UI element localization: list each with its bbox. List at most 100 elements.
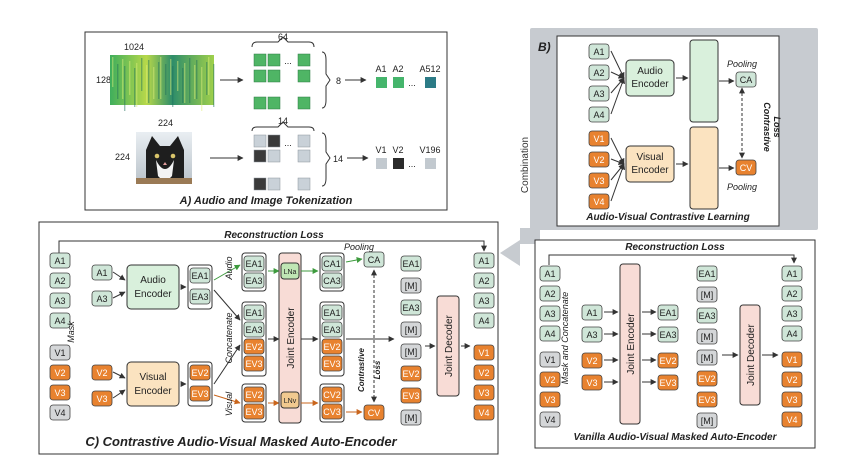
image-patch: [253, 149, 267, 163]
c-audio-encoder-l1: Audio: [140, 275, 166, 286]
spec-stripe: [206, 62, 208, 95]
svg-text:EV3: EV3: [402, 391, 419, 401]
spec-height-label: 128: [96, 75, 111, 85]
c-decoder-input: EA3: [400, 299, 422, 316]
svg-text:A1: A1: [586, 308, 597, 318]
image-patch: [297, 177, 311, 191]
c-ln-v: [280, 391, 300, 409]
d-joint-encoder-box: [619, 263, 641, 425]
image-patch: [253, 134, 267, 148]
svg-text:V1: V1: [54, 348, 65, 358]
svg-text:EV2: EV2: [698, 374, 715, 384]
svg-text:A3: A3: [478, 296, 489, 306]
svg-text:EA3: EA3: [659, 330, 676, 340]
panel-d-title: Vanilla Audio-Visual Masked Auto-Encoder: [574, 432, 778, 443]
svg-text:A3: A3: [54, 296, 65, 306]
c-ln-a: [280, 262, 300, 280]
svg-text:V2: V2: [586, 356, 597, 366]
spec-stripe: [129, 61, 131, 95]
audio-token-patch: [393, 77, 404, 88]
svg-text:V1: V1: [478, 348, 489, 358]
c-input-token: V2: [49, 364, 71, 381]
d-decoder-input: [M]: [696, 286, 718, 303]
b-audio-input: A3: [588, 85, 610, 102]
audio-token-label: A1: [375, 64, 386, 74]
audio-token-label: A512: [419, 64, 440, 74]
c-contrastive-1: Contrastive: [357, 347, 366, 392]
b-contrastive-loss: Contrastive: [762, 102, 772, 152]
panel-b: B) A1A2A3A4V1V2V3V4EA1EA2EA3EA4EV1EV2EV3…: [530, 28, 818, 230]
svg-text:EA1: EA1: [191, 271, 208, 281]
svg-text:EA3: EA3: [323, 325, 340, 335]
svg-text:EV3: EV3: [191, 389, 208, 399]
d-decoder-input: [M]: [696, 349, 718, 366]
svg-text:[M]: [M]: [405, 281, 418, 291]
c-visual-stream-arrow: [213, 394, 241, 405]
c-decoder-input: EV2: [400, 365, 422, 382]
svg-text:[M]: [M]: [701, 290, 714, 300]
svg-text:EA3: EA3: [698, 311, 715, 321]
audio-grid-rows-label: 8: [336, 76, 341, 86]
c-output-token: V1: [473, 344, 495, 361]
svg-text:EA1: EA1: [245, 259, 262, 269]
c-arrow: [112, 291, 126, 299]
spec-stripe: [146, 65, 148, 103]
d-input-token: V4: [539, 411, 561, 428]
svg-text:V4: V4: [786, 415, 797, 425]
d-kept-token: V2: [581, 352, 603, 369]
spec-stripe: [158, 62, 160, 99]
svg-text:CV3: CV3: [323, 407, 341, 417]
image-patch: [253, 177, 267, 191]
c-recon-loss: Reconstruction Loss: [224, 230, 324, 241]
b-audio-to-encoder: [610, 71, 625, 79]
audio-encoder-box: [625, 59, 675, 97]
c-ln-a-label: LNa: [284, 269, 297, 276]
c-input-token: V3: [49, 384, 71, 401]
visual-token-dots: ...: [408, 159, 416, 169]
svg-text:EV3: EV3: [245, 359, 262, 369]
d-kept-token: A1: [581, 304, 603, 321]
c-output-token: A3: [473, 292, 495, 309]
c-stack-token: EV2: [243, 386, 265, 403]
c-joint-encoder-label: Joint Encoder: [286, 307, 297, 369]
svg-text:V2: V2: [786, 375, 797, 385]
visual-encoder-label-l2: Encoder: [631, 165, 669, 176]
d-output-token: A4: [781, 325, 803, 342]
svg-text:V4: V4: [54, 408, 65, 418]
d-input-token: V2: [539, 371, 561, 388]
c-output-token: A2: [473, 272, 495, 289]
svg-text:EA3: EA3: [191, 292, 208, 302]
spec-stripe: [112, 57, 114, 87]
audio-rows-brace: [321, 51, 331, 109]
d-output-token: V1: [781, 351, 803, 368]
audio-grid-brace: [251, 36, 315, 48]
audio-patch: [253, 53, 267, 67]
svg-text:V2: V2: [54, 368, 65, 378]
c-recon-arrow: [58, 240, 487, 253]
audio-token-patch: [425, 77, 436, 88]
d-kept-token: V3: [581, 374, 603, 391]
b-visual-input: V1: [588, 130, 610, 147]
c-kept-audio: A1: [91, 264, 113, 281]
d-input-token: V1: [539, 351, 561, 368]
c-stream-audio: Audio: [224, 256, 234, 280]
svg-text:V2: V2: [478, 368, 489, 378]
c-input-token: V1: [49, 344, 71, 361]
c-joint-decoder-label: Joint Decoder: [444, 314, 455, 376]
c-arrow: [112, 389, 126, 399]
svg-text:CV: CV: [368, 408, 381, 418]
d-joint-decoder-label: Joint Decoder: [746, 323, 757, 385]
spec-stripe: [184, 63, 186, 103]
svg-text:A2: A2: [54, 276, 65, 286]
svg-text:CA: CA: [368, 255, 381, 265]
spec-stripe: [172, 66, 174, 107]
c-jout-token: EV2: [321, 338, 343, 355]
c-input-token: A1: [49, 252, 71, 269]
audio-patch: [253, 69, 267, 83]
c-decoder-input: [M]: [400, 343, 422, 360]
svg-text:CA: CA: [740, 75, 753, 85]
visual-encoder-box: [625, 145, 675, 183]
c-stack-token: EA1: [243, 255, 265, 272]
spec-stripe: [153, 67, 155, 99]
